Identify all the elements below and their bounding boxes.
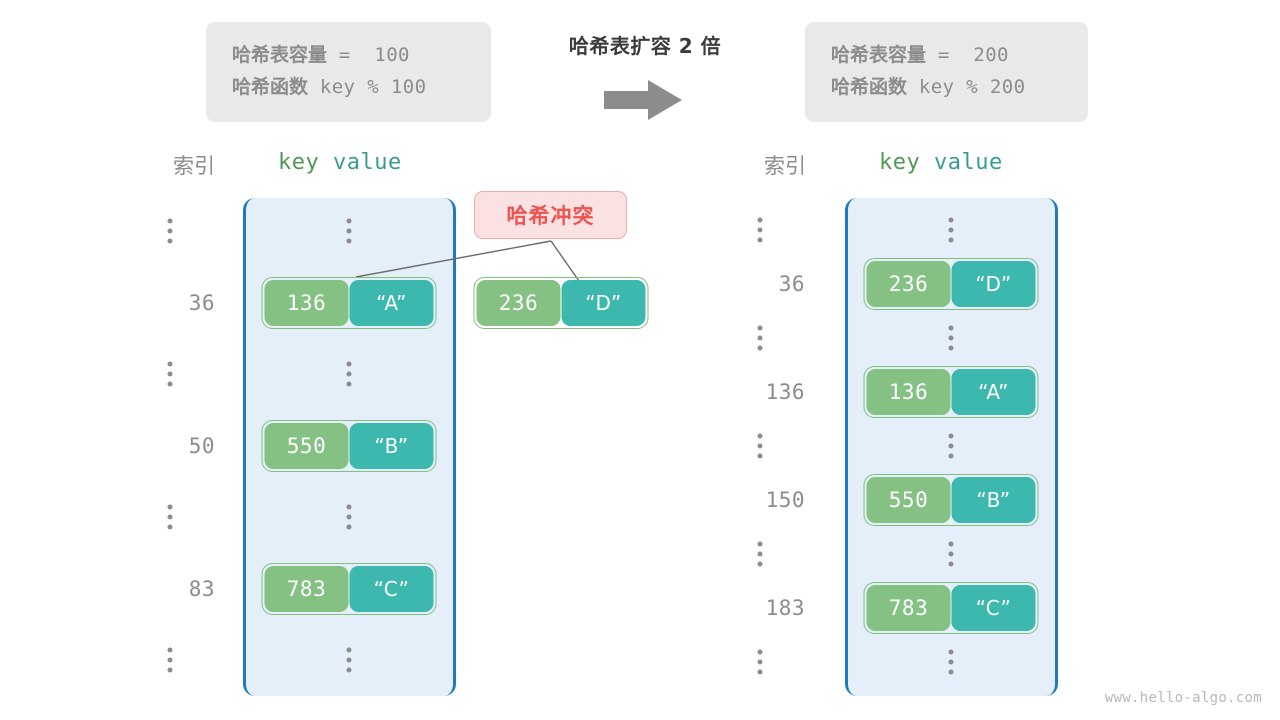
index-ellipsis-icon xyxy=(167,647,173,673)
table-row: 136“A” xyxy=(261,276,437,329)
left-header-value: value xyxy=(333,150,402,175)
index-ellipsis-icon xyxy=(757,433,763,459)
left-header-index: 索引 xyxy=(173,154,215,178)
right-index-label: 136 xyxy=(765,380,805,404)
watermark: www.hello-algo.com xyxy=(1104,690,1262,706)
hash-collision-badge: 哈希冲突 xyxy=(474,191,627,239)
index-ellipsis-icon xyxy=(757,649,763,675)
entry-key: 550 xyxy=(866,477,951,523)
left-capacity-label: 哈希表容量 xyxy=(232,43,328,66)
right-header-value: value xyxy=(934,150,1003,175)
right-index-label: 36 xyxy=(778,272,805,296)
left-index-label: 36 xyxy=(188,290,215,315)
right-arrow-icon xyxy=(604,80,682,120)
entry-value: “C” xyxy=(349,565,434,612)
overflow-entry-key: 236 xyxy=(476,280,561,326)
right-capacity-value: = 200 xyxy=(926,43,1009,66)
right-index-label: 150 xyxy=(765,488,805,512)
entry-key: 136 xyxy=(264,279,349,326)
bucket-ellipsis-icon xyxy=(346,361,352,387)
index-ellipsis-icon xyxy=(757,217,763,243)
right-header-index: 索引 xyxy=(764,154,806,178)
entry-value: “B” xyxy=(951,477,1036,523)
table-row: 783“C” xyxy=(261,562,437,615)
left-index-label: 50 xyxy=(188,433,215,458)
left-capacity-value: = 100 xyxy=(327,43,410,66)
right-header-key: key xyxy=(879,150,921,175)
index-ellipsis-icon xyxy=(167,504,173,530)
entry-value: “B” xyxy=(349,422,434,469)
entry-key: 236 xyxy=(866,261,951,307)
bucket-ellipsis-icon xyxy=(948,325,954,351)
transition-title: 哈希表扩容 2 倍 xyxy=(568,34,722,58)
entry-key: 550 xyxy=(264,422,349,469)
entry-value: “A” xyxy=(349,279,434,326)
table-row: 550“B” xyxy=(863,474,1039,526)
left-header-key-value: key value xyxy=(278,150,402,175)
table-row: 136“A” xyxy=(863,366,1039,418)
bucket-ellipsis-icon xyxy=(346,647,352,673)
right-function-value: key % 200 xyxy=(907,76,1026,98)
entry-key: 136 xyxy=(866,369,951,415)
entry-key: 783 xyxy=(866,585,951,631)
index-ellipsis-icon xyxy=(757,541,763,567)
left-hash-config-box: 哈希表容量 = 100 哈希函数 key % 100 xyxy=(206,22,491,122)
bucket-ellipsis-icon xyxy=(948,433,954,459)
entry-key: 783 xyxy=(264,565,349,612)
right-index-label: 183 xyxy=(765,596,805,620)
bucket-ellipsis-icon xyxy=(948,541,954,567)
right-header-key-value: key value xyxy=(879,150,1003,175)
table-row: 783“C” xyxy=(863,582,1039,634)
entry-value: “D” xyxy=(951,261,1036,307)
right-function-label: 哈希函数 xyxy=(831,76,908,98)
entry-value: “C” xyxy=(951,585,1036,631)
table-row: 550“B” xyxy=(261,419,437,472)
index-ellipsis-icon xyxy=(167,361,173,387)
overflow-entry-value: “D” xyxy=(561,280,646,326)
left-header-key: key xyxy=(278,150,320,175)
left-function-line: 哈希函数 key % 100 xyxy=(232,73,465,102)
table-row: 236“D” xyxy=(863,258,1039,310)
index-ellipsis-icon xyxy=(757,325,763,351)
bucket-ellipsis-icon xyxy=(346,218,352,244)
bucket-ellipsis-icon xyxy=(346,504,352,530)
right-capacity-label: 哈希表容量 xyxy=(831,43,927,66)
left-capacity-line: 哈希表容量 = 100 xyxy=(232,41,465,70)
index-ellipsis-icon xyxy=(167,218,173,244)
left-index-label: 83 xyxy=(188,576,215,601)
right-hash-config-box: 哈希表容量 = 200 哈希函数 key % 200 xyxy=(805,22,1088,122)
overflow-entry-pair: 236 “D” xyxy=(473,277,649,329)
right-capacity-line: 哈希表容量 = 200 xyxy=(831,41,1062,70)
bucket-ellipsis-icon xyxy=(948,649,954,675)
left-function-label: 哈希函数 xyxy=(232,76,309,98)
entry-value: “A” xyxy=(951,369,1036,415)
right-function-line: 哈希函数 key % 200 xyxy=(831,73,1062,102)
bucket-ellipsis-icon xyxy=(948,217,954,243)
left-function-value: key % 100 xyxy=(308,76,427,98)
